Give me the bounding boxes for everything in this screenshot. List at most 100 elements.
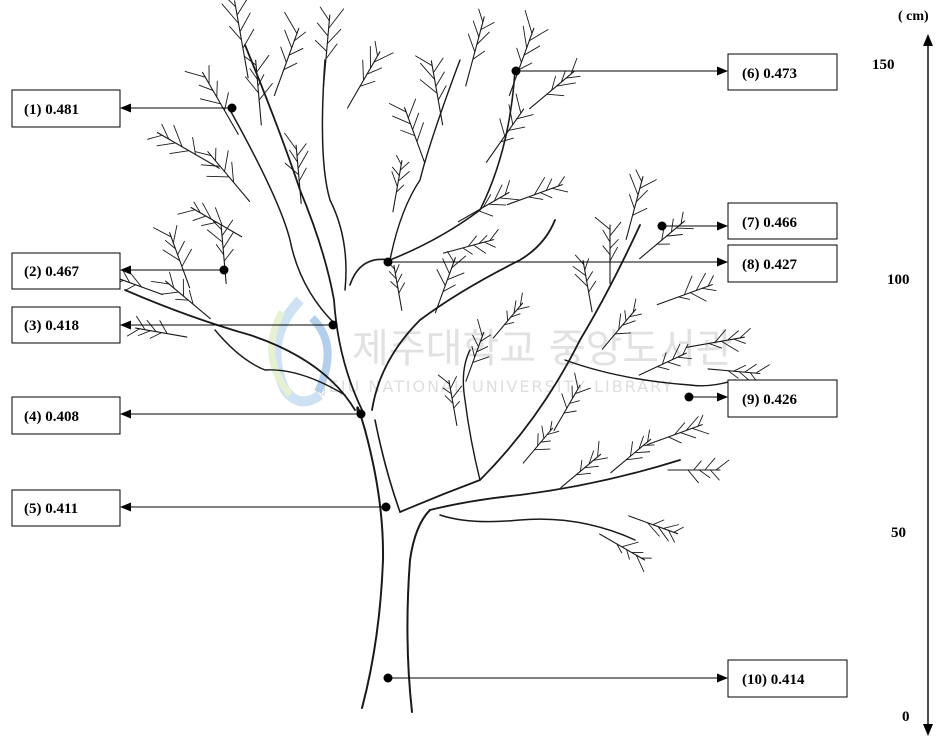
twig xyxy=(432,57,444,74)
twig xyxy=(280,46,287,63)
twig xyxy=(634,451,651,454)
measurement-point xyxy=(684,392,694,402)
twig xyxy=(284,162,300,176)
label-number: (2) 0.467 xyxy=(24,264,80,280)
twig xyxy=(249,68,258,80)
twig xyxy=(478,8,484,23)
library-watermark: 제주대학교 중앙도서관 JEJU NATIONAL UNIVERSITY LIB… xyxy=(268,296,733,407)
callout-1: (1) 0.481 xyxy=(11,89,237,128)
label-value: 0.481 xyxy=(45,102,79,118)
twig xyxy=(483,241,496,248)
twig xyxy=(258,83,273,101)
twig xyxy=(624,310,627,322)
twig xyxy=(325,43,338,60)
twig xyxy=(394,264,400,275)
twig xyxy=(477,210,494,217)
twig xyxy=(146,319,157,333)
twig xyxy=(557,176,565,187)
twig xyxy=(499,197,520,201)
twig xyxy=(374,40,378,57)
twig xyxy=(673,422,686,436)
twig xyxy=(476,346,489,353)
label-number: (4) 0.408 xyxy=(24,409,79,425)
twig xyxy=(156,142,176,147)
twig xyxy=(504,321,515,326)
twig xyxy=(436,269,446,287)
twig xyxy=(508,126,526,131)
scale-tick-label: 0 xyxy=(902,709,910,725)
limb-center xyxy=(244,44,363,411)
twig xyxy=(516,114,534,120)
twig xyxy=(523,45,541,56)
twig xyxy=(221,3,239,24)
twig xyxy=(508,104,514,126)
twig xyxy=(609,221,622,237)
twig xyxy=(396,155,402,165)
leader-arrowhead xyxy=(120,265,131,275)
leader-arrowhead xyxy=(717,221,728,231)
watermark-subtext: JEJU NATIONAL UNIVERSITY LIBRARY xyxy=(321,377,674,396)
twig xyxy=(373,52,394,63)
twig xyxy=(739,328,751,339)
twig xyxy=(675,227,694,230)
tree-illustration xyxy=(95,0,770,713)
twig xyxy=(528,29,549,42)
twig xyxy=(539,192,553,199)
twig xyxy=(412,112,420,131)
twig xyxy=(695,272,706,291)
twig xyxy=(206,175,230,178)
twig xyxy=(192,136,196,155)
twig xyxy=(545,178,553,191)
twig xyxy=(635,190,648,203)
twig xyxy=(479,334,491,342)
twig xyxy=(506,310,509,322)
twig xyxy=(618,313,622,331)
twig xyxy=(195,151,212,156)
twig xyxy=(284,11,298,34)
twig xyxy=(519,292,523,307)
limb-left-inner xyxy=(214,329,346,396)
measurement-point xyxy=(381,502,391,512)
twig xyxy=(626,549,630,560)
twig xyxy=(549,420,553,432)
twig xyxy=(733,338,746,344)
twig xyxy=(284,132,297,151)
twig xyxy=(446,272,465,281)
twig xyxy=(579,459,583,472)
twig xyxy=(397,171,410,182)
twig xyxy=(314,39,328,52)
label-number: (3) 0.418 xyxy=(24,318,79,334)
label-number: (1) 0.481 xyxy=(24,102,79,118)
twig xyxy=(691,427,710,435)
twig xyxy=(164,239,176,250)
limb-lower-right-2 xyxy=(439,514,636,541)
twig xyxy=(328,8,345,29)
twig xyxy=(244,56,257,66)
twig xyxy=(162,249,181,262)
twig xyxy=(561,393,568,409)
twig xyxy=(289,149,299,163)
twig xyxy=(727,330,739,341)
twig xyxy=(400,129,416,137)
twig xyxy=(366,67,383,75)
twig xyxy=(575,472,592,476)
twig xyxy=(500,137,514,143)
twig xyxy=(632,298,637,313)
label-box xyxy=(727,659,848,698)
callout-9: (9) 0.426 xyxy=(684,379,838,418)
watermark-logo xyxy=(268,296,332,407)
twig xyxy=(489,229,499,242)
twig xyxy=(720,340,739,352)
label-number: (9) 0.426 xyxy=(742,392,798,408)
twig xyxy=(181,248,192,267)
trunk-left xyxy=(356,406,385,709)
leader-arrowhead xyxy=(717,673,728,683)
twig xyxy=(697,414,704,427)
twig xyxy=(391,166,400,177)
twig xyxy=(510,313,521,318)
twig xyxy=(635,554,645,573)
label-value: 0.411 xyxy=(45,501,78,517)
twig xyxy=(528,196,544,200)
twig xyxy=(415,55,433,67)
twig xyxy=(714,329,726,343)
